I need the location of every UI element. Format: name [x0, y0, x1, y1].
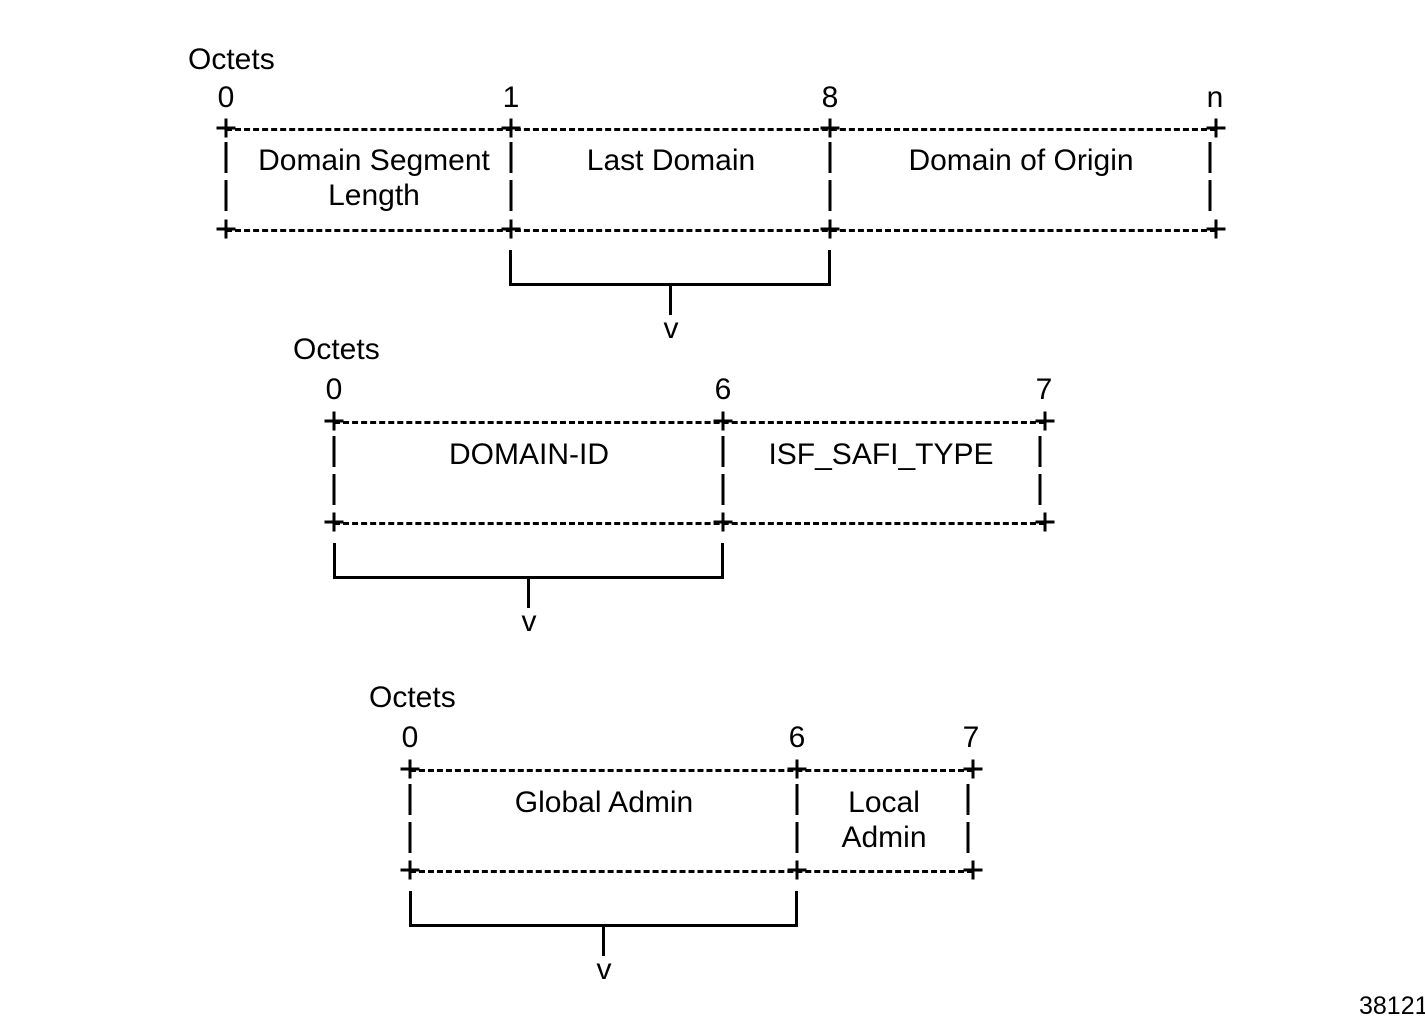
field-separator-pipe: [721, 474, 725, 505]
junction-plus: [501, 219, 521, 239]
octets-label: Octets: [369, 681, 456, 714]
box-bottom-border: [334, 522, 1045, 525]
junction-plus: [963, 759, 983, 779]
junction-plus: [216, 118, 236, 138]
field-separator-pipe: [795, 822, 799, 853]
connector-stem: [669, 283, 672, 315]
connector-arrow-glyph: v: [596, 953, 612, 986]
octets-label: Octets: [188, 43, 275, 76]
junction-plus: [787, 759, 807, 779]
field-separator-pipe: [408, 822, 412, 853]
field-separator-pipe: [966, 784, 970, 815]
field-separator-pipe: [966, 822, 970, 853]
field-separator-pipe: [1208, 142, 1212, 173]
field-label-isf-safi-type: ISF_SAFI_TYPE: [768, 438, 994, 471]
field-separator-pipe: [828, 180, 832, 211]
connector-stem: [602, 924, 605, 956]
field-separator-pipe: [721, 436, 725, 467]
field-label-local-admin: Local Admin: [841, 786, 927, 854]
field-label-last-domain: Last Domain: [586, 144, 756, 177]
field-separator-pipe: [332, 436, 336, 467]
connector-right-leg: [795, 891, 798, 926]
field-label-global-admin: Global Admin: [514, 786, 694, 819]
field-separator-pipe: [1208, 180, 1212, 211]
field-label-domain-of-origin: Domain of Origin: [908, 144, 1134, 177]
field-separator-pipe: [828, 142, 832, 173]
figure-number: 38121: [1359, 992, 1425, 1020]
connector-left-leg: [509, 250, 512, 285]
box-top-border: [334, 421, 1045, 424]
octet-tick-1: 1: [502, 81, 520, 114]
field-separator-pipe: [224, 180, 228, 211]
packet-diagram-domain-segment: Octets 0 1 8 n Domain Segment Length Las…: [0, 0, 1425, 344]
connector-right-leg: [721, 543, 724, 578]
junction-plus: [1035, 512, 1055, 532]
field-separator-pipe: [408, 784, 412, 815]
connector-arrow-glyph: v: [521, 605, 537, 638]
junction-plus: [713, 512, 733, 532]
connector-arrow-glyph: v: [663, 312, 679, 345]
octet-tick-7: 7: [962, 721, 980, 754]
octet-tick-6: 6: [788, 721, 806, 754]
octet-tick-0: 0: [325, 373, 343, 406]
field-separator-pipe: [509, 180, 513, 211]
octet-tick-0: 0: [217, 81, 235, 114]
packet-diagram-domain-id: Octets 0 6 7 Global Admin Local Admin v: [369, 681, 983, 986]
junction-plus: [963, 860, 983, 880]
box-top-border: [410, 769, 973, 772]
field-separator-pipe: [795, 784, 799, 815]
field-separator-pipe: [1038, 474, 1042, 505]
field-label-domain-id: DOMAIN-ID: [449, 438, 609, 471]
octet-tick-8: 8: [821, 81, 839, 114]
junction-plus: [324, 512, 344, 532]
junction-plus: [400, 759, 420, 779]
junction-plus: [713, 411, 733, 431]
junction-plus: [400, 860, 420, 880]
field-separator-pipe: [1038, 436, 1042, 467]
octet-tick-n: n: [1206, 81, 1224, 114]
junction-plus: [787, 860, 807, 880]
connector-left-leg: [333, 543, 336, 578]
junction-plus: [820, 219, 840, 239]
box-bottom-border: [226, 229, 1216, 232]
junction-plus: [1035, 411, 1055, 431]
connector-stem: [527, 576, 530, 608]
connector-left-leg: [409, 891, 412, 926]
junction-plus: [1206, 118, 1226, 138]
field-separator-pipe: [332, 474, 336, 505]
field-separator-pipe: [224, 142, 228, 173]
junction-plus: [216, 219, 236, 239]
box-bottom-border: [410, 870, 973, 873]
octet-tick-6: 6: [714, 373, 732, 406]
box-top-border: [226, 128, 1216, 131]
field-separator-pipe: [509, 142, 513, 173]
octet-tick-0: 0: [401, 721, 419, 754]
junction-plus: [820, 118, 840, 138]
packet-diagram-last-domain: Octets 0 6 7 DOMAIN-ID ISF_SAFI_TYPE v: [293, 333, 1055, 638]
octet-tick-7: 7: [1035, 373, 1053, 406]
octets-label: Octets: [293, 333, 380, 366]
junction-plus: [1206, 219, 1226, 239]
connector-right-leg: [828, 250, 831, 285]
junction-plus: [501, 118, 521, 138]
junction-plus: [324, 411, 344, 431]
field-label-domain-segment-length: Domain Segment Length: [258, 144, 490, 212]
